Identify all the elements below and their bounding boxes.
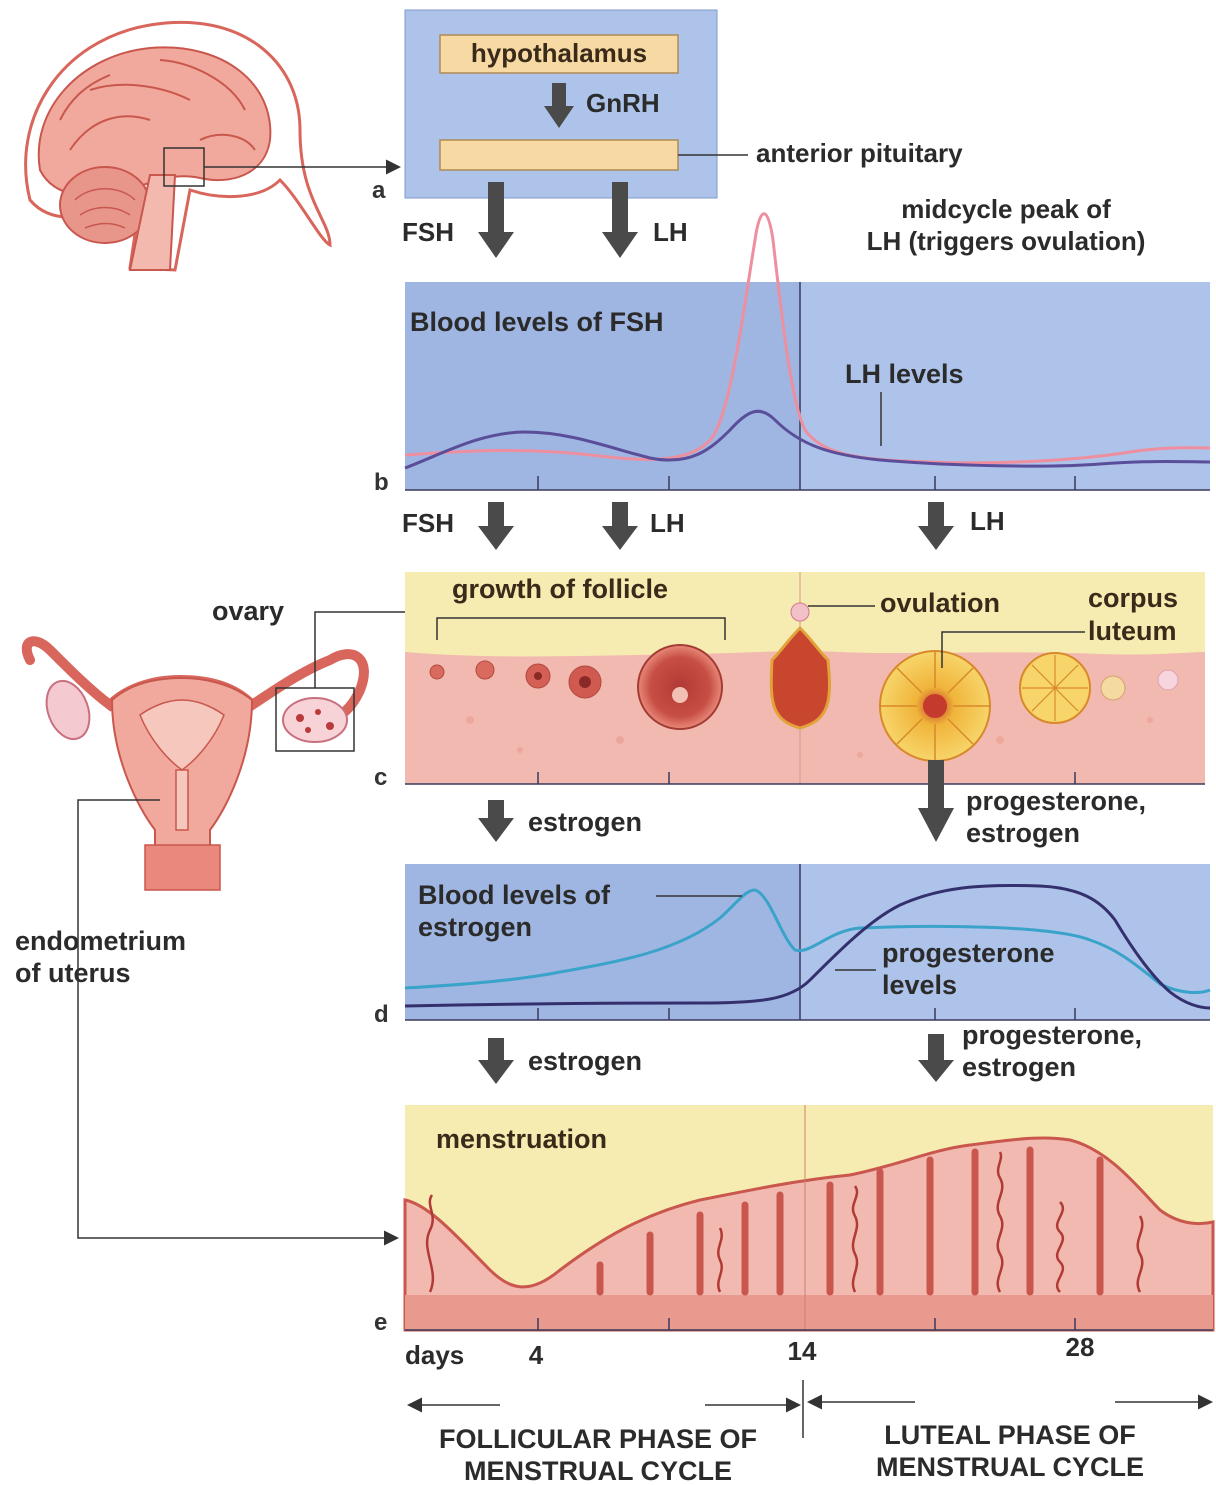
anterior-pituitary-box	[440, 140, 678, 170]
follicular-phase-label-2: MENSTRUAL CYCLE	[464, 1456, 732, 1485]
day-tick-14: 14	[788, 1336, 817, 1366]
luteal-phase-label-1: LUTEAL PHASE OF	[884, 1420, 1136, 1450]
lh-arrow-bc-2	[918, 502, 954, 550]
hypothalamus-label: hypothalamus	[471, 38, 647, 68]
panel-e: menstruation	[405, 1105, 1213, 1330]
lh-label-bc-1: LH	[650, 508, 685, 538]
gnrh-label: GnRH	[586, 88, 660, 118]
panel-letter-a: a	[372, 177, 386, 204]
panel-letter-e: e	[374, 1309, 387, 1336]
midcycle-peak-line2: LH (triggers ovulation)	[867, 226, 1146, 256]
growth-of-follicle-label: growth of follicle	[452, 574, 668, 604]
ovulation-label: ovulation	[880, 588, 1000, 618]
panel-letter-c: c	[374, 764, 387, 791]
progesterone-levels-label-1: progesterone	[882, 938, 1055, 968]
fsh-arrow-bc	[478, 502, 514, 550]
follicular-phase-label-1: FOLLICULAR PHASE OF	[439, 1424, 757, 1454]
lh-arrow-bc-1	[602, 502, 638, 550]
endometrium-label-2: of uterus	[15, 958, 131, 988]
progesterone-levels-label-2: levels	[882, 970, 957, 1000]
panel-letter-b: b	[374, 469, 389, 496]
anterior-pituitary-label: anterior pituitary	[756, 138, 963, 168]
estrogen-label-de: estrogen	[528, 1046, 642, 1076]
fsh-label-ab: FSH	[402, 217, 454, 247]
day-tick-4: 4	[529, 1340, 544, 1370]
corpus-label-1: corpus	[1088, 583, 1178, 613]
panel-c: growth of follicle ovulation corpus lute…	[405, 572, 1205, 784]
panel-a: hypothalamus GnRH	[405, 10, 717, 198]
estrogen-label-cd: estrogen	[528, 807, 642, 837]
fsh-panel-title: Blood levels of FSH	[410, 307, 664, 337]
midcycle-peak-line1: midcycle peak of	[901, 194, 1111, 224]
progesterone-arrow-de	[918, 1034, 954, 1082]
estrogen-arrow-de	[478, 1038, 514, 1084]
estrogen-panel-title-1: Blood levels of	[418, 880, 611, 910]
fsh-label-bc: FSH	[402, 508, 454, 538]
progesterone-label-cd-2: estrogen	[966, 818, 1080, 848]
corpus-label-2: luteum	[1088, 616, 1177, 646]
menstruation-label: menstruation	[436, 1124, 607, 1154]
brain-illustration	[26, 22, 330, 270]
luteal-phase-label-2: MENSTRUAL CYCLE	[876, 1452, 1144, 1482]
lh-label-bc-2: LH	[970, 506, 1005, 536]
panel-d: Blood levels of estrogen progesterone le…	[405, 864, 1210, 1020]
endometrium-label-1: endometrium	[15, 926, 186, 956]
progesterone-label-cd-1: progesterone,	[966, 786, 1146, 816]
lh-label-ab: LH	[653, 217, 688, 247]
lh-levels-label: LH levels	[845, 359, 964, 389]
day-tick-28: 28	[1066, 1332, 1095, 1362]
progesterone-label-de-2: estrogen	[962, 1052, 1076, 1082]
estrogen-panel-title-2: estrogen	[418, 912, 532, 942]
progesterone-label-de-1: progesterone,	[962, 1020, 1142, 1050]
endometrium-leader	[78, 800, 396, 1238]
panel-letter-d: d	[374, 1001, 389, 1028]
ovary-label: ovary	[212, 596, 284, 626]
estrogen-arrow-cd	[478, 800, 514, 842]
days-axis-label: days	[405, 1340, 464, 1370]
